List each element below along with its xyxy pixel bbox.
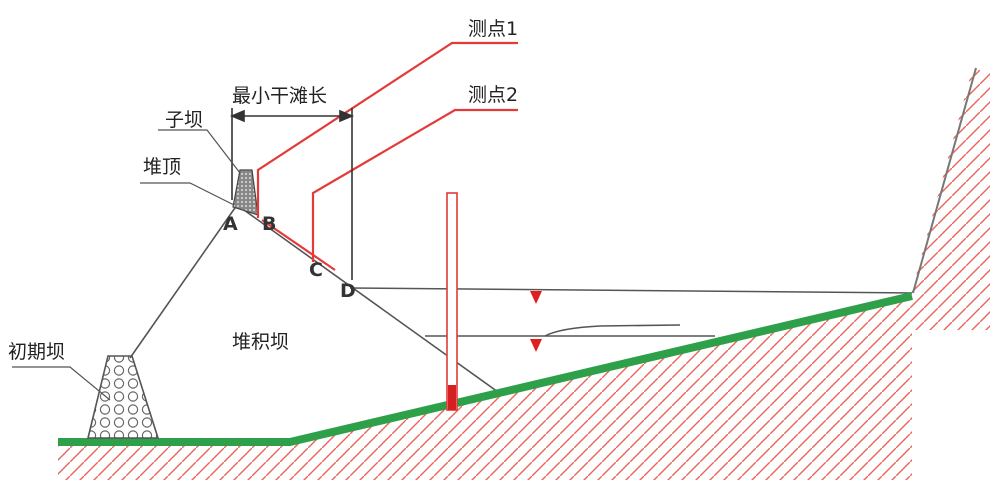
ground-hatching <box>58 70 990 480</box>
initial-dam-label: 初期坝 <box>8 341 65 363</box>
beach-length-label: 最小干滩长 <box>232 85 327 107</box>
piezometer-tube <box>446 192 458 411</box>
point2-label: 测点2 <box>468 84 518 106</box>
point-a-label: A <box>223 213 238 235</box>
measure-lines <box>256 41 518 271</box>
valley-right-slope <box>912 67 977 294</box>
initial-dam <box>86 355 160 439</box>
tailings-dam-label: 堆积坝 <box>232 331 289 353</box>
water-level-marker-upper <box>530 291 542 304</box>
foundation-line <box>58 292 913 446</box>
leader-lines <box>12 129 241 401</box>
sub-dam-label: 子坝 <box>165 109 203 131</box>
point-c-label: C <box>309 259 323 281</box>
water-level-marker-lower <box>530 339 542 352</box>
point-b-label: B <box>262 213 276 235</box>
heap-top-label: 堆顶 <box>143 156 181 178</box>
beach-length-dimension <box>229 108 355 280</box>
water-level-lines <box>349 287 913 337</box>
point1-label: 测点1 <box>468 18 518 40</box>
point-d-label: D <box>340 280 356 302</box>
sub-dam <box>232 169 259 216</box>
